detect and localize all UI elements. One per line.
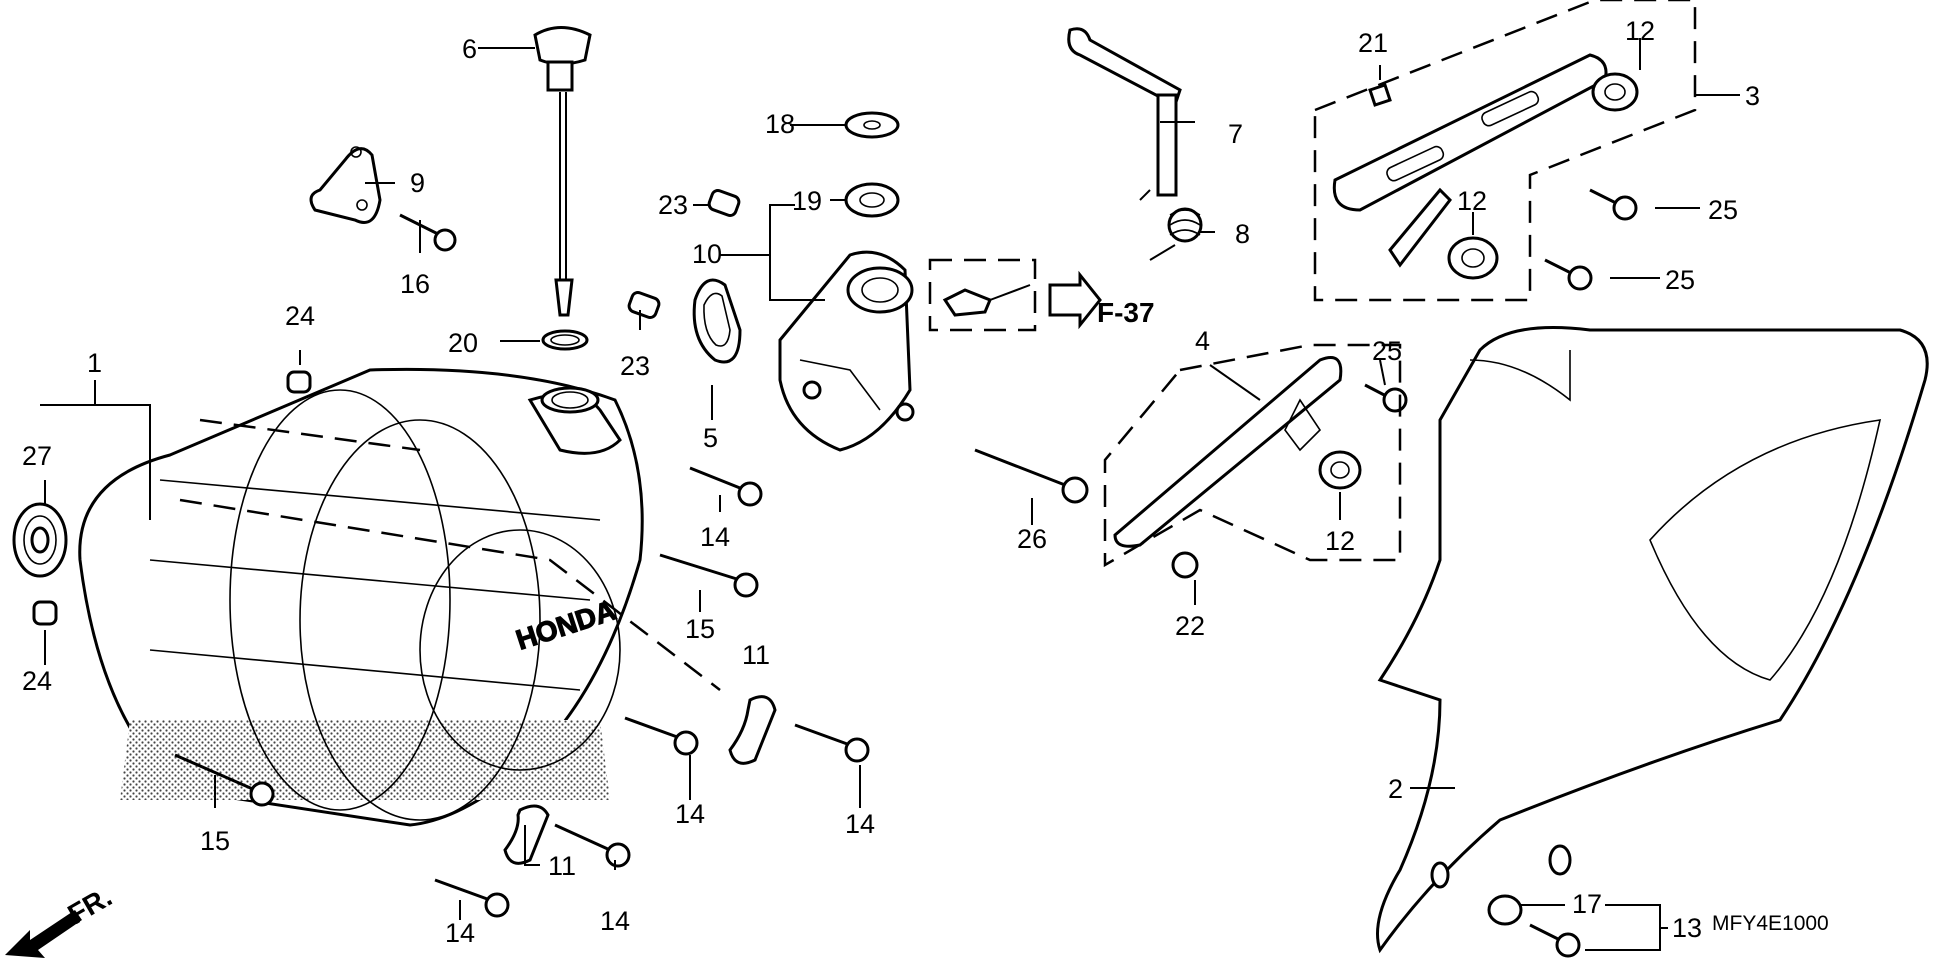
callout-14-c: 14 <box>845 809 875 839</box>
callout-15-b: 15 <box>200 826 230 856</box>
callout-12-mid: 12 <box>1457 186 1487 216</box>
side-cover <box>1376 326 1929 954</box>
connector-box <box>928 258 1102 332</box>
callout-6: 6 <box>462 34 477 64</box>
callout-25-c: 25 <box>1372 336 1402 366</box>
front-direction-arrow <box>5 910 82 958</box>
leader-lines <box>40 38 1740 951</box>
oil-filler-housing <box>778 250 915 452</box>
bolts <box>174 188 1638 958</box>
callout-2: 2 <box>1388 774 1403 804</box>
callout-1: 1 <box>87 348 102 378</box>
callout-15-a: 15 <box>685 614 715 644</box>
callout-8: 8 <box>1235 219 1250 249</box>
callout-25-b: 25 <box>1665 265 1695 295</box>
callout-24-bottom: 24 <box>22 666 52 696</box>
dowel-pins <box>32 189 741 626</box>
callout-21: 21 <box>1358 28 1388 58</box>
callout-23-top: 23 <box>658 190 688 220</box>
callout-16: 16 <box>400 269 430 299</box>
diagram-code: MFY4E1000 <box>1712 912 1829 935</box>
callout-11-top: 11 <box>742 640 770 670</box>
callout-18: 18 <box>765 109 795 139</box>
callout-24-top: 24 <box>285 301 315 331</box>
callout-14-e: 14 <box>445 918 475 948</box>
callout-14-a: 14 <box>700 522 730 552</box>
callout-9: 9 <box>410 168 425 198</box>
callout-3: 3 <box>1745 81 1760 111</box>
o-ring-5 <box>692 278 742 364</box>
callout-23-mid: 23 <box>620 351 650 381</box>
reference-code: F-37 <box>1097 297 1155 328</box>
callout-20: 20 <box>448 328 478 358</box>
clutch-cover: HONDA <box>78 367 644 827</box>
callout-7: 7 <box>1228 119 1243 149</box>
callout-10: 10 <box>692 239 722 269</box>
callout-5: 5 <box>703 423 718 453</box>
labels: 6 9 16 24 1 27 24 20 18 19 23 10 23 5 14… <box>22 16 1829 948</box>
seal-19 <box>844 182 900 218</box>
dashed-groups <box>179 0 1697 691</box>
callout-12-top: 12 <box>1625 16 1655 46</box>
bracket-4 <box>1113 356 1362 548</box>
callout-13: 13 <box>1672 913 1702 943</box>
filler-cap-6 <box>533 26 592 351</box>
shift-arm-7 <box>1067 27 1203 261</box>
callout-11-bottom: 11 <box>548 851 576 881</box>
clip-11-lower <box>503 804 550 865</box>
callout-17: 17 <box>1572 889 1602 919</box>
plate-9 <box>309 146 382 224</box>
callout-25-a: 25 <box>1708 195 1738 225</box>
callout-14-d: 14 <box>600 906 630 936</box>
callout-12-low: 12 <box>1325 526 1355 556</box>
callout-27: 27 <box>22 441 52 471</box>
washer-18 <box>844 111 900 139</box>
callout-4: 4 <box>1195 326 1210 356</box>
bearing-27 <box>12 502 68 578</box>
callout-19: 19 <box>792 186 822 216</box>
callout-26: 26 <box>1017 524 1047 554</box>
clip-11-upper <box>728 695 777 765</box>
callout-22: 22 <box>1175 611 1205 641</box>
bracket-3 <box>1332 53 1639 280</box>
callout-14-b: 14 <box>675 799 705 829</box>
